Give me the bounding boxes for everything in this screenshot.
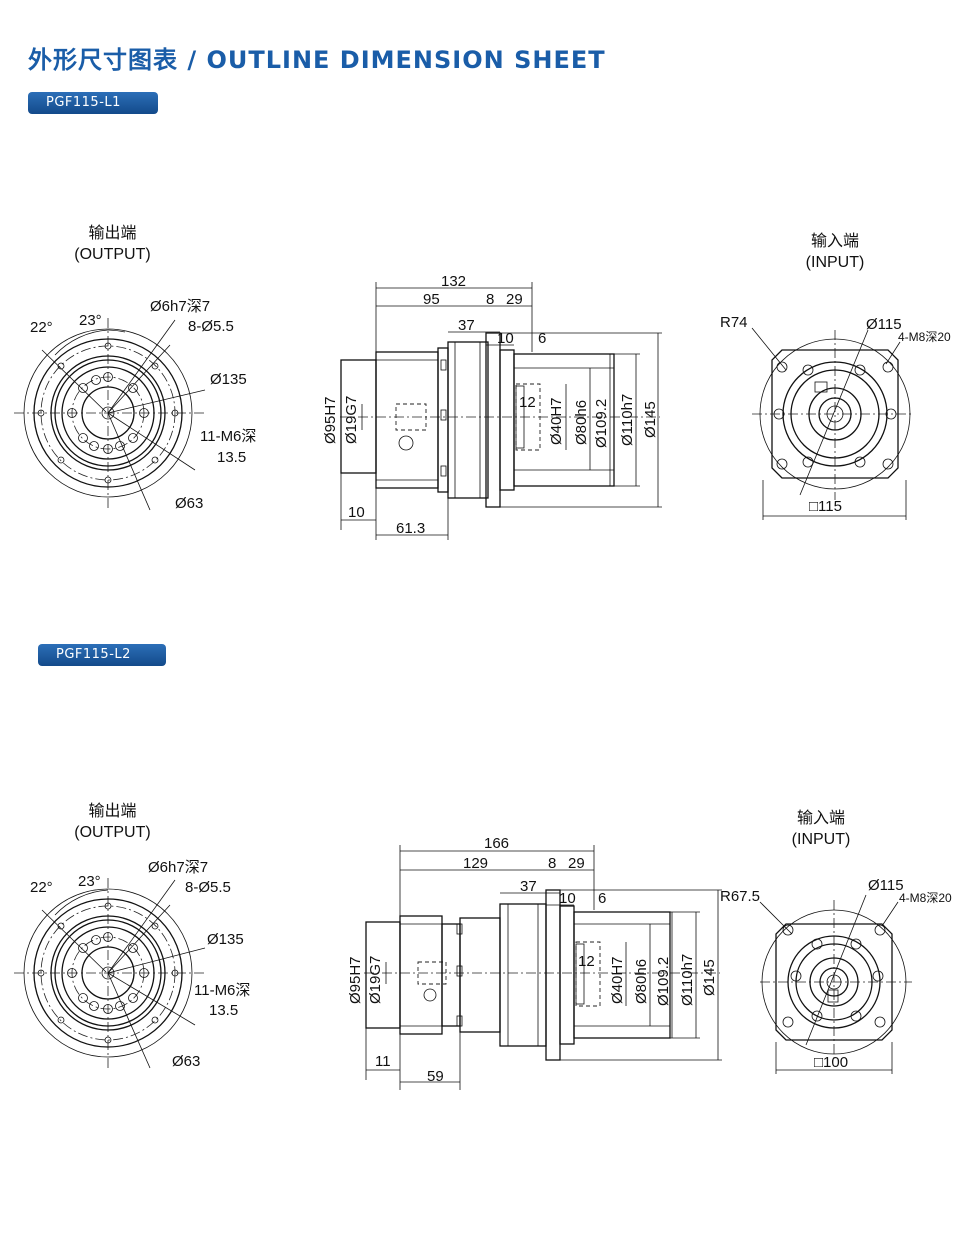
dim-mount-holes: 8-Ø5.5 xyxy=(188,318,234,335)
dim-key-12: 12 xyxy=(578,953,595,970)
dim-length-6: 6 xyxy=(538,330,546,347)
dim-length-37: 37 xyxy=(520,878,537,895)
dim-tapped-holes: 11-M6深 xyxy=(194,982,250,999)
input-label-cn: 输入端 xyxy=(810,233,859,250)
dim-total-length: 132 xyxy=(441,273,466,290)
input-caption-l2: 输入端 (INPUT) xyxy=(770,808,872,850)
dim-dia-109: Ø109.2 xyxy=(593,399,610,448)
dim-length-129: 129 xyxy=(463,855,488,872)
dim-pcd: Ø63 xyxy=(172,1053,200,1070)
dim-length-10: 10 xyxy=(559,890,576,907)
dim-dia-95: Ø95H7 xyxy=(322,396,339,444)
model-badge-l2: PGF115-L2 xyxy=(38,644,166,666)
side-view-geometry xyxy=(340,282,662,540)
dim-length-10: 10 xyxy=(497,330,514,347)
output-caption-l1: 输出端 (OUTPUT) xyxy=(60,223,165,265)
dim-pin-hole: Ø6h7深7 xyxy=(150,298,210,315)
dim-angle-22: 22° xyxy=(30,319,53,336)
dim-key-12: 12 xyxy=(519,394,536,411)
dim-dia-19: Ø19G7 xyxy=(343,396,360,444)
dim-angle-22: 22° xyxy=(30,879,53,896)
dim-mount-holes: 8-Ø5.5 xyxy=(185,879,231,896)
dim-radius: R67.5 xyxy=(720,888,760,905)
dim-dia-110: Ø110h7 xyxy=(619,394,636,446)
dim-length-37: 37 xyxy=(458,317,475,334)
dim-dia-80: Ø80h6 xyxy=(633,959,650,1004)
dim-dia-110: Ø110h7 xyxy=(679,954,696,1006)
dim-dia-40: Ø40H7 xyxy=(609,956,626,1004)
output-label-cn: 输出端 xyxy=(88,803,137,820)
dim-dia-145: Ø145 xyxy=(642,401,659,438)
dim-angle-23: 23° xyxy=(78,873,101,890)
dim-dia-40: Ø40H7 xyxy=(548,397,565,445)
dim-angle-23: 23° xyxy=(79,312,102,329)
dim-input-pcd: Ø115 xyxy=(866,316,902,333)
dim-input-pcd: Ø115 xyxy=(868,877,904,894)
output-face-geometry xyxy=(14,318,206,511)
dim-pin-hole: Ø6h7深7 xyxy=(148,859,208,876)
input-face-geometry xyxy=(751,327,914,520)
page-title: 外形尺寸图表 / OUTLINE DIMENSION SHEET xyxy=(28,46,606,74)
dim-bolt-circle: Ø135 xyxy=(207,931,244,948)
dim-bolt-circle: Ø135 xyxy=(210,371,247,388)
dim-offset-61: 61.3 xyxy=(396,520,425,537)
dim-radius: R74 xyxy=(720,314,748,331)
dim-offset-59: 59 xyxy=(427,1068,444,1085)
dim-tapped-depth: 13.5 xyxy=(217,449,246,466)
dim-input-tapped: 4-M8深20 xyxy=(899,891,952,905)
dim-dia-109: Ø109.2 xyxy=(655,957,672,1006)
dim-tapped-depth: 13.5 xyxy=(209,1002,238,1019)
dim-length-8: 8 xyxy=(548,855,556,872)
dim-length-29: 29 xyxy=(568,855,585,872)
input-caption-l1: 输入端 (INPUT) xyxy=(784,231,886,273)
output-label-en: (OUTPUT) xyxy=(74,246,151,263)
output-face-geometry xyxy=(14,878,206,1070)
input-face-geometry xyxy=(759,894,912,1074)
model-badge-l1: PGF115-L1 xyxy=(28,92,158,114)
dim-length-95: 95 xyxy=(423,291,440,308)
input-label-cn: 输入端 xyxy=(796,810,845,827)
dim-dia-19: Ø19G7 xyxy=(367,956,384,1004)
dim-offset-10: 10 xyxy=(348,504,365,521)
dim-length-8: 8 xyxy=(486,291,494,308)
input-label-en: (INPUT) xyxy=(791,831,851,848)
input-label-en: (INPUT) xyxy=(805,254,865,271)
dim-dia-145: Ø145 xyxy=(701,959,718,996)
output-caption-l2: 输出端 (OUTPUT) xyxy=(60,801,165,843)
dim-dia-95: Ø95H7 xyxy=(347,956,364,1004)
side-view-geometry xyxy=(364,845,722,1090)
dim-square: □100 xyxy=(814,1054,848,1071)
output-label-en: (OUTPUT) xyxy=(74,824,151,841)
dim-offset-11: 11 xyxy=(375,1053,391,1070)
dim-length-6: 6 xyxy=(598,890,606,907)
output-label-cn: 输出端 xyxy=(88,225,137,242)
dim-tapped-holes: 11-M6深 xyxy=(200,428,256,445)
dim-square: □115 xyxy=(809,498,842,515)
dim-length-29: 29 xyxy=(506,291,523,308)
dim-input-tapped: 4-M8深20 xyxy=(898,330,951,344)
dim-pcd: Ø63 xyxy=(175,495,203,512)
dim-dia-80: Ø80h6 xyxy=(573,400,590,445)
dim-total-length: 166 xyxy=(484,835,509,852)
